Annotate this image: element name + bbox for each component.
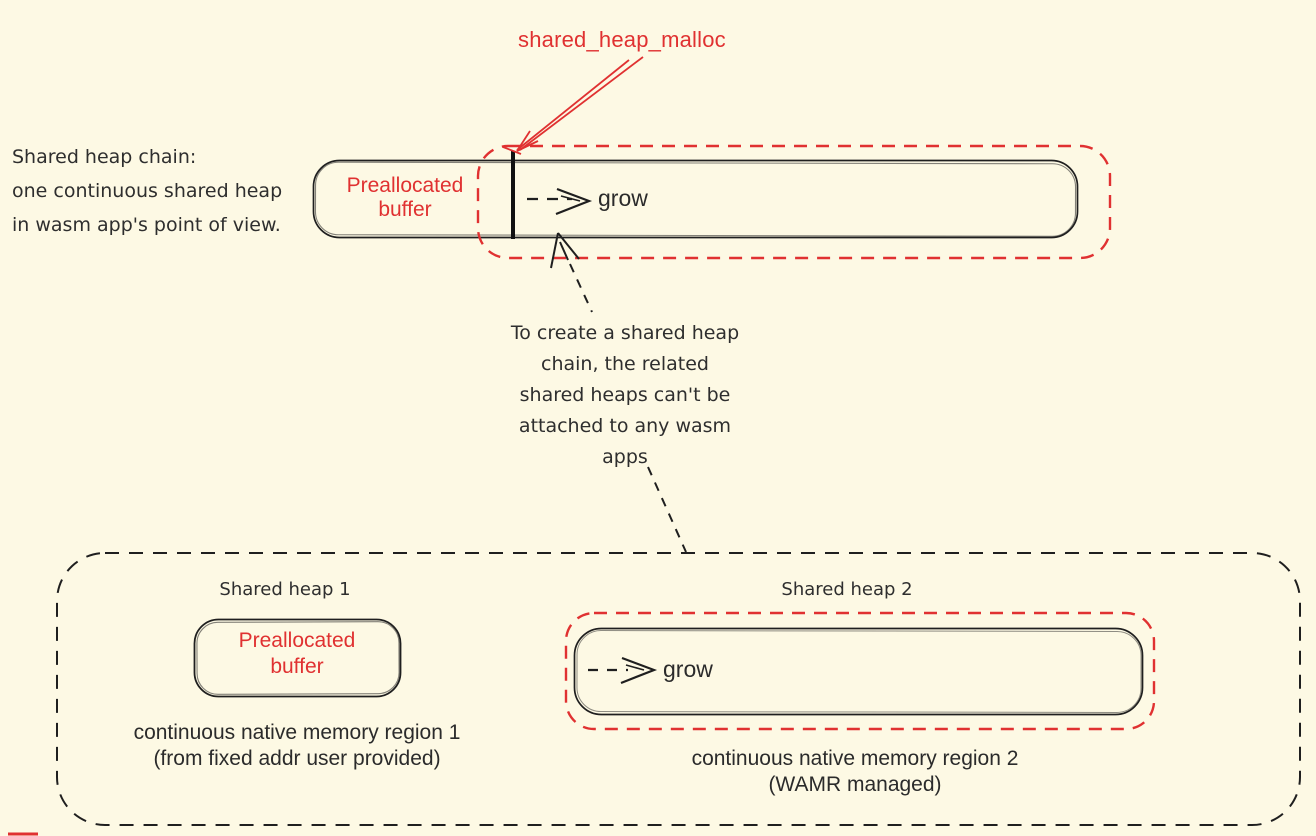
connector-bar-to-note [569,263,593,313]
chain-prealloc-label: Preallocated buffer [305,174,505,222]
grow-arrow-main [527,187,593,216]
left-note: Shared heap chain: one continuous shared… [12,140,312,242]
heap1-caption-line: (from fixed addr user provided) [153,747,441,770]
malloc-label: shared_heap_malloc [518,27,726,52]
heap1-title: Shared heap 1 [219,579,351,600]
heap1-buffer-outline [193,618,402,698]
unattached-heaps-container-dashed [56,552,1301,826]
heap1-caption-line: continuous native memory region 1 [133,721,461,744]
heap2-grow-label: grow [663,656,713,682]
middle-note-line: shared heaps can't be [519,384,731,406]
middle-note-line: chain, the related [541,353,709,375]
middle-note-line: attached to any wasm [518,415,732,437]
heap1-prealloc-line: buffer [270,655,324,678]
heap1-caption: continuous native memory region 1 (from … [107,720,487,772]
chain-growable-region-dashed [476,144,1112,260]
heap2-buffer-outline [573,627,1144,716]
chain-prealloc-line: Preallocated [346,174,464,197]
chain-prealloc-line: buffer [378,198,432,221]
pointer-arrow [550,232,580,269]
connector-note-to-container [647,466,687,553]
heap2-caption-line: continuous native memory region 2 [691,747,1019,770]
middle-note-line: To create a shared heap [510,322,740,344]
heap2-caption: continuous native memory region 2 (WAMR … [665,746,1045,798]
chain-grow-label: grow [598,185,648,211]
heap2-region-dashed [564,611,1156,731]
heap1-prealloc-line: Preallocated [238,629,356,652]
chain-bar-outline [312,159,1079,239]
left-note-line: Shared heap chain: [12,146,197,168]
left-note-line: one continuous shared heap [12,180,283,202]
heap2-title: Shared heap 2 [781,579,913,600]
middle-note: To create a shared heap chain, the relat… [475,318,775,473]
left-note-line: in wasm app's point of view. [12,214,281,236]
malloc-arrow [502,56,644,155]
heap1-prealloc-label: Preallocated buffer [197,628,397,680]
grow-arrow-heap2 [588,656,658,685]
heap2-caption-line: (WAMR managed) [768,773,942,796]
middle-note-line: apps [602,446,648,468]
